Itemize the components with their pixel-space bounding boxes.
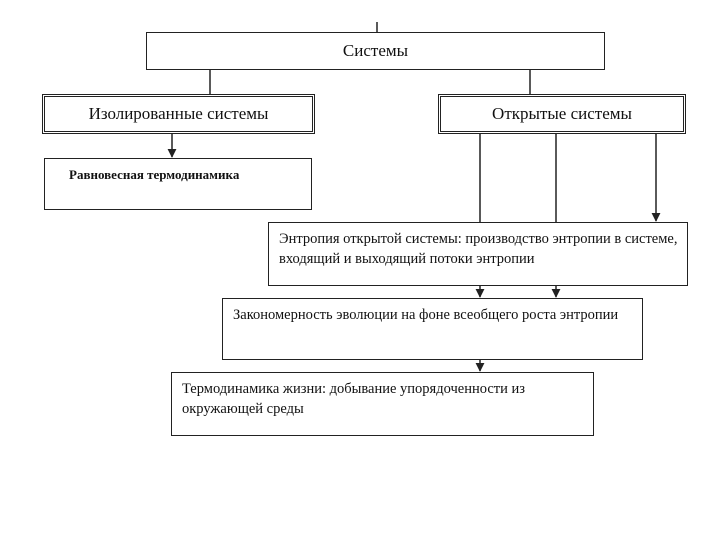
node-systems-label: Системы [342, 41, 409, 60]
node-open-label: Открытые системы [492, 104, 632, 123]
node-evolution-label: Закономерность эволюции на фоне всеобщег… [233, 307, 619, 323]
node-evolution-law: Закономерность эволюции на фоне всеобщег… [222, 298, 643, 360]
node-thermodynamics-of-life: Термодинамика жизни: добывание упорядоче… [171, 372, 594, 436]
node-isolated-label: Изолированные системы [88, 104, 269, 123]
node-open-systems: Открытые системы [438, 94, 686, 134]
node-open-system-entropy: Энтропия открытой системы: производство … [268, 222, 688, 286]
node-equilibrium-label: Равновесная термодинамика [69, 167, 240, 182]
node-isolated-systems: Изолированные системы [42, 94, 315, 134]
node-life-label: Термодинамика жизни: добывание упорядоче… [182, 381, 525, 417]
node-systems: Системы [146, 32, 605, 70]
node-equilibrium-thermodynamics: Равновесная термодинамика [44, 158, 312, 210]
node-entropy-label: Энтропия открытой системы: производство … [279, 231, 678, 267]
